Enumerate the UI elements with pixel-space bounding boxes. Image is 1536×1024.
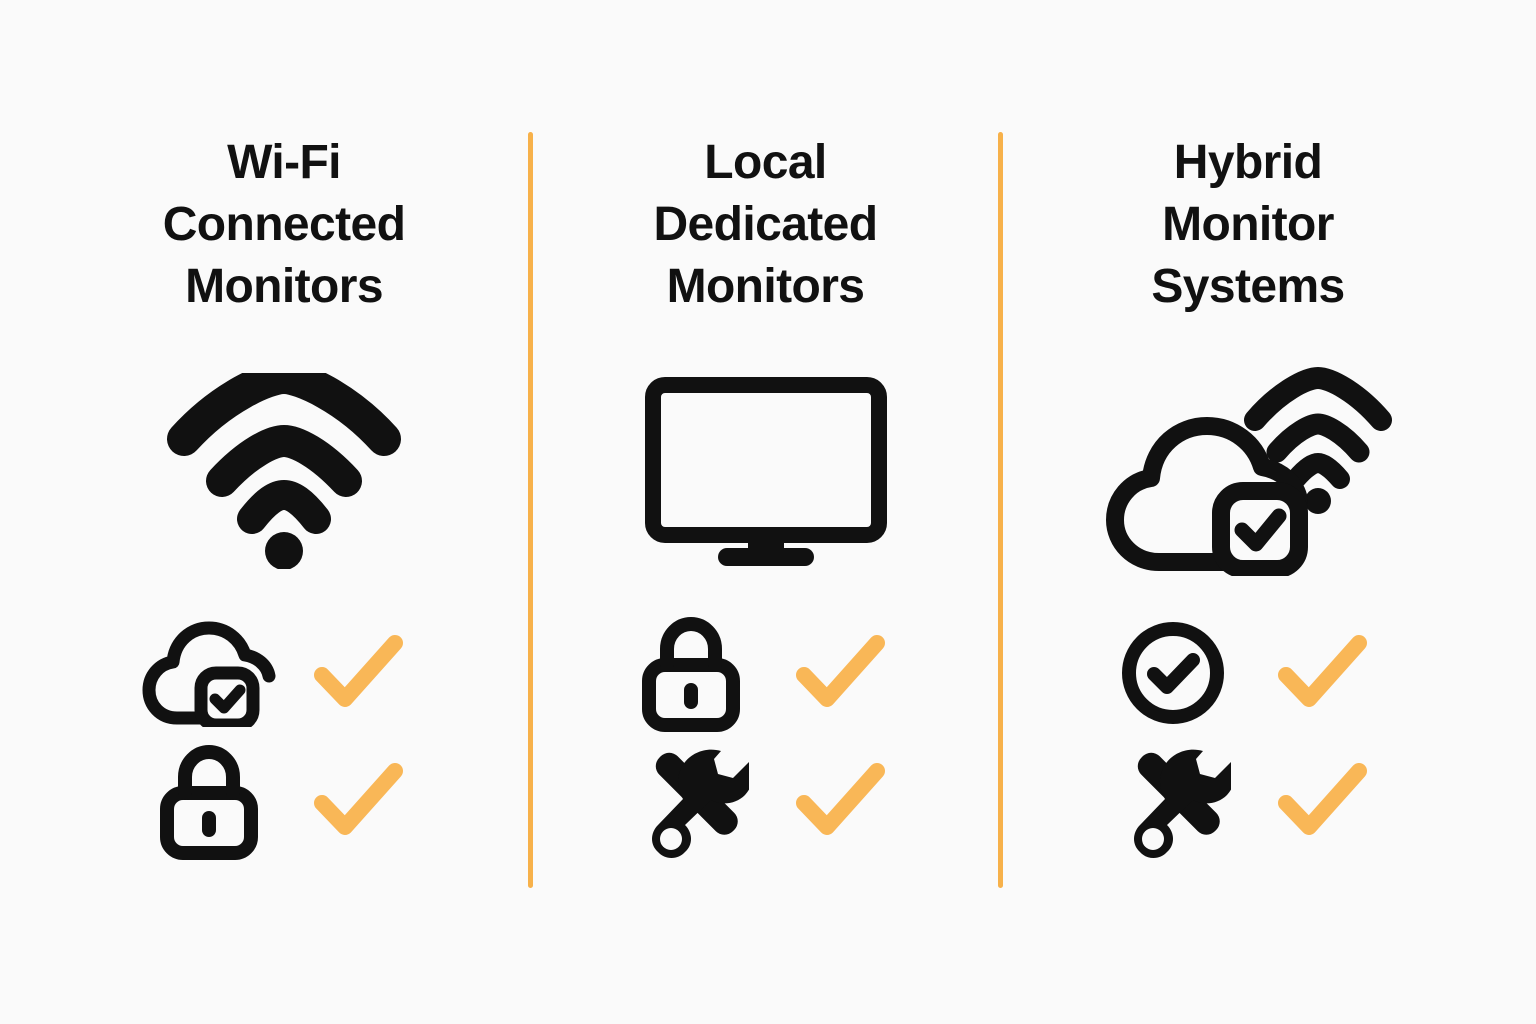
orange-check-icon: [284, 633, 434, 713]
feature-row: [134, 744, 434, 860]
tools-icon: [1098, 743, 1248, 859]
column-title: Hybrid Monitor Systems: [1151, 136, 1345, 313]
orange-check-icon: [766, 761, 916, 841]
feature-row: [134, 618, 434, 728]
column-wifi-connected-monitors: Wi-Fi Connected Monitors: [40, 0, 528, 1024]
lock-icon: [134, 741, 284, 861]
desktop-monitor-icon: [644, 376, 888, 566]
column-title: Local Dedicated Monitors: [653, 136, 878, 313]
feature-row: [1098, 743, 1398, 859]
wifi-icon: [164, 373, 404, 569]
check-circle-icon: [1098, 620, 1248, 726]
column-hybrid-monitor-systems: Hybrid Monitor Systems: [1003, 0, 1493, 1024]
feature-list: [40, 618, 528, 860]
hero-icon-slot: [40, 366, 528, 576]
hero-icon-slot: [533, 366, 998, 576]
hero-icon-slot: [1003, 366, 1493, 576]
feature-row: [1098, 618, 1398, 728]
orange-check-icon: [1248, 761, 1398, 841]
feature-list: [1003, 618, 1493, 859]
cloud-check-icon: [134, 619, 284, 727]
orange-check-icon: [766, 633, 916, 713]
orange-check-icon: [284, 761, 434, 841]
feature-row: [616, 743, 916, 859]
column-title: Wi-Fi Connected Monitors: [162, 136, 406, 313]
orange-check-icon: [1248, 633, 1398, 713]
lock-icon: [616, 613, 766, 733]
cloud-wifi-hybrid-icon: [1103, 366, 1393, 576]
feature-row: [616, 616, 916, 732]
feature-list: [533, 616, 998, 859]
tools-icon: [616, 743, 766, 859]
column-divider-1: [528, 132, 533, 888]
column-divider-2: [998, 132, 1003, 888]
column-local-dedicated-monitors: Local Dedicated Monitors: [533, 0, 998, 1024]
